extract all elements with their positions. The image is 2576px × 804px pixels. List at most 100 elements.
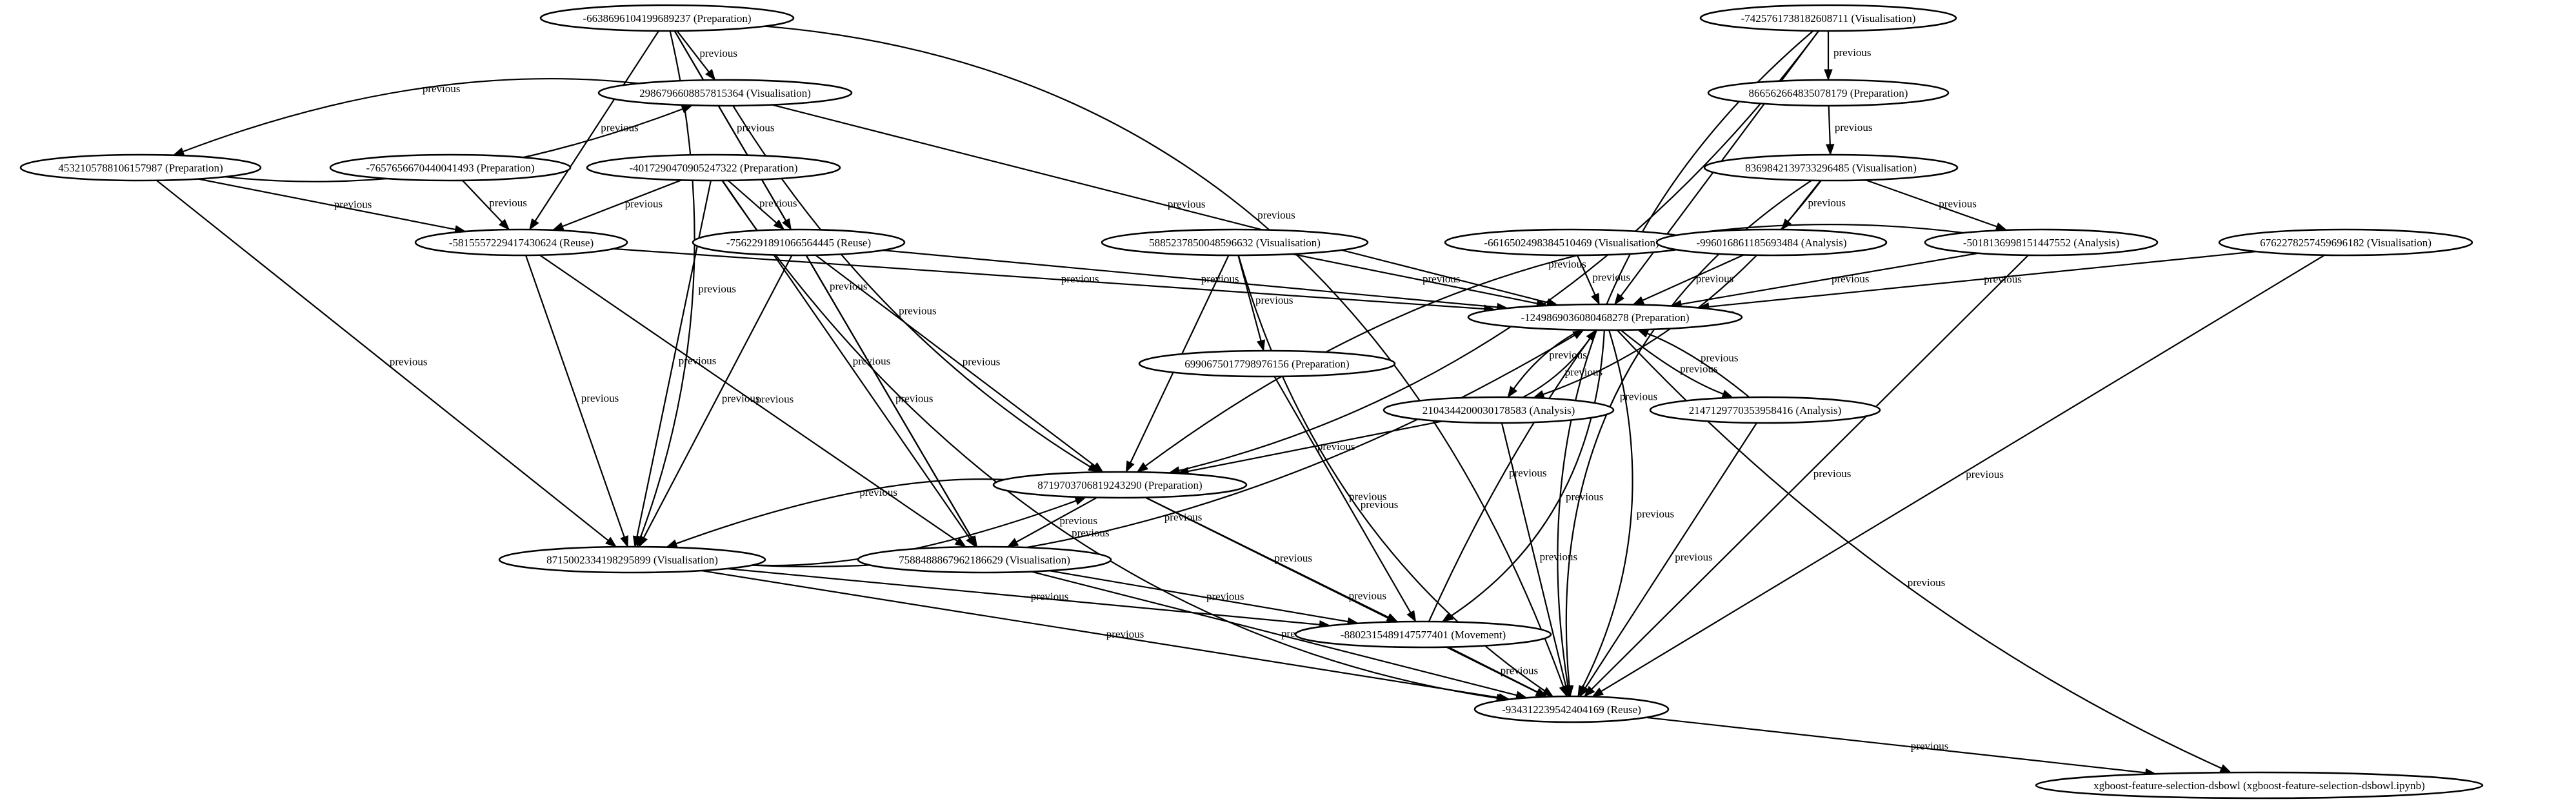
node-label: 2104344200030178583 (Analysis) <box>1423 404 1575 417</box>
node-n03[interactable]: 2986796608857815364 (Visualisation) <box>597 79 853 107</box>
node-n10[interactable]: -7562291891066564445 (Reuse) <box>692 228 906 257</box>
edge-line <box>727 180 777 224</box>
arrowhead <box>1721 389 1734 398</box>
node-n18[interactable]: 2104344200030178583 (Analysis) <box>1383 396 1615 424</box>
edge-label: previous <box>698 282 736 295</box>
node-ellipse[interactable] <box>1649 396 1881 424</box>
arrowhead <box>1406 610 1417 623</box>
node-n22[interactable]: 7588488867962186629 (Visualisation) <box>857 545 1112 574</box>
node-n13[interactable]: -996016861185693484 (Analysis) <box>1655 228 1888 257</box>
node-n16[interactable]: -1249869036080468278 (Preparation) <box>1467 303 1743 331</box>
node-ellipse[interactable] <box>597 79 853 107</box>
node-ellipse[interactable] <box>1294 620 1552 649</box>
node-n06[interactable]: -7657656670440041493 (Preparation) <box>329 153 572 182</box>
node-ellipse[interactable] <box>857 545 1112 574</box>
edge-label: previous <box>722 393 760 405</box>
edge-label: previous <box>1540 551 1578 563</box>
edge-line <box>1188 420 1443 473</box>
node-ellipse[interactable] <box>1703 153 1959 182</box>
arrowhead <box>1824 69 1833 81</box>
node-label: 6762278257459696182 (Visualisation) <box>2260 237 2431 249</box>
edge-n09-n22: previous <box>539 254 967 548</box>
arrowhead <box>968 535 978 548</box>
node-ellipse[interactable] <box>414 228 628 257</box>
node-n08[interactable]: 8369842139733296485 (Visualisation) <box>1703 153 1959 182</box>
node-n09[interactable]: -5815557229417430624 (Reuse) <box>414 228 628 257</box>
node-n11[interactable]: 5885237850048596632 (Visualisation) <box>1101 228 1369 257</box>
node-ellipse[interactable] <box>1655 228 1888 257</box>
edge-n07-n21: previous <box>632 180 716 548</box>
node-ellipse[interactable] <box>586 153 841 182</box>
node-label: -6616502498384510469 (Visualisation) <box>1484 237 1659 249</box>
edge-line <box>1681 252 1979 305</box>
node-ellipse[interactable] <box>992 471 1248 499</box>
node-ellipse[interactable] <box>19 153 262 182</box>
arrowhead <box>1006 538 1019 547</box>
edge-n17-n23: previous <box>1273 376 1417 623</box>
edge-n10-n22: previous <box>805 255 978 548</box>
node-n24[interactable]: -934312239542404169 (Reuse) <box>1473 695 1670 723</box>
node-n14[interactable]: -5018136998151447552 (Analysis) <box>1924 228 2159 257</box>
edge-n19-n24: previous <box>1579 422 1758 698</box>
edge-line <box>462 180 503 223</box>
node-ellipse[interactable] <box>1707 79 1950 107</box>
edge-line <box>883 250 1498 308</box>
edge-n07-n09: previous <box>552 179 682 231</box>
edge-line <box>1601 254 2325 692</box>
edge-n03-n05: previous <box>172 78 639 156</box>
edge-label: previous <box>1808 197 1846 209</box>
node-label: -4017290470905247322 (Preparation) <box>629 162 797 174</box>
node-n19[interactable]: 2147129770353958416 (Analysis) <box>1649 396 1881 424</box>
edge-line <box>1031 571 1517 696</box>
node-ellipse[interactable] <box>2218 228 2473 257</box>
edge-label: previous <box>899 305 937 317</box>
node-n05[interactable]: 4532105788106157987 (Preparation) <box>19 153 262 182</box>
node-ellipse[interactable] <box>1699 4 1957 32</box>
node-n21[interactable]: 8715002334198295899 (Visualisation) <box>498 545 766 574</box>
edge-line <box>1616 329 2222 769</box>
edge-line <box>643 255 793 538</box>
node-ellipse[interactable] <box>1383 396 1615 424</box>
edge-line <box>1557 30 1814 687</box>
node-ellipse[interactable] <box>1101 228 1369 257</box>
node-ellipse[interactable] <box>1473 695 1670 723</box>
node-n20[interactable]: 8719703706819243290 (Preparation) <box>992 471 1248 499</box>
node-ellipse[interactable] <box>2035 771 2484 799</box>
node-n17[interactable]: 6990675017798976156 (Preparation) <box>1138 349 1396 378</box>
node-n25[interactable]: xgboost-feature-selection-dsbowl (xgboos… <box>2035 771 2484 799</box>
edge-line <box>613 248 1485 310</box>
edge-label: previous <box>700 47 738 59</box>
edge-line <box>539 254 958 542</box>
edge-n02-n04: previous <box>1824 31 1872 81</box>
edge-line <box>1450 329 1605 617</box>
node-label: 8369842139733296485 (Visualisation) <box>1745 162 1917 174</box>
edge-line <box>764 25 1564 687</box>
node-ellipse[interactable] <box>1138 349 1396 378</box>
node-ellipse[interactable] <box>1467 303 1743 331</box>
edge-n08-n24: previous <box>1564 179 1812 698</box>
node-n12[interactable]: -6616502498384510469 (Visualisation) <box>1444 228 1699 257</box>
node-n15[interactable]: 6762278257459696182 (Visualisation) <box>2218 228 2473 257</box>
node-ellipse[interactable] <box>498 545 766 574</box>
edge-line <box>805 255 973 538</box>
arrowhead <box>1781 218 1792 231</box>
node-ellipse[interactable] <box>539 4 795 32</box>
edge-line <box>1642 254 1744 301</box>
edge-label: previous <box>1031 591 1069 603</box>
node-ellipse[interactable] <box>329 153 572 182</box>
edge-label: previous <box>1911 740 1949 752</box>
node-ellipse[interactable] <box>1924 228 2159 257</box>
arrowhead <box>1586 329 1597 342</box>
edge-label: previous <box>1501 664 1539 676</box>
edge-label: previous <box>625 198 663 210</box>
arrowhead <box>1092 462 1104 473</box>
node-ellipse[interactable] <box>692 228 906 257</box>
node-n07[interactable]: -4017290470905247322 (Preparation) <box>586 153 841 182</box>
node-n04[interactable]: 866562664835078179 (Preparation) <box>1707 79 1950 107</box>
node-n23[interactable]: -8802315489147577401 (Movement) <box>1294 620 1552 649</box>
node-n01[interactable]: -6638696104199689237 (Preparation) <box>539 4 795 32</box>
node-n02[interactable]: -7425761738182608711 (Visualisation) <box>1699 4 1957 32</box>
edge-line <box>815 254 1095 467</box>
edge-n21-n24: previous <box>701 570 1511 702</box>
edge-n07-n10: previous <box>727 180 797 231</box>
